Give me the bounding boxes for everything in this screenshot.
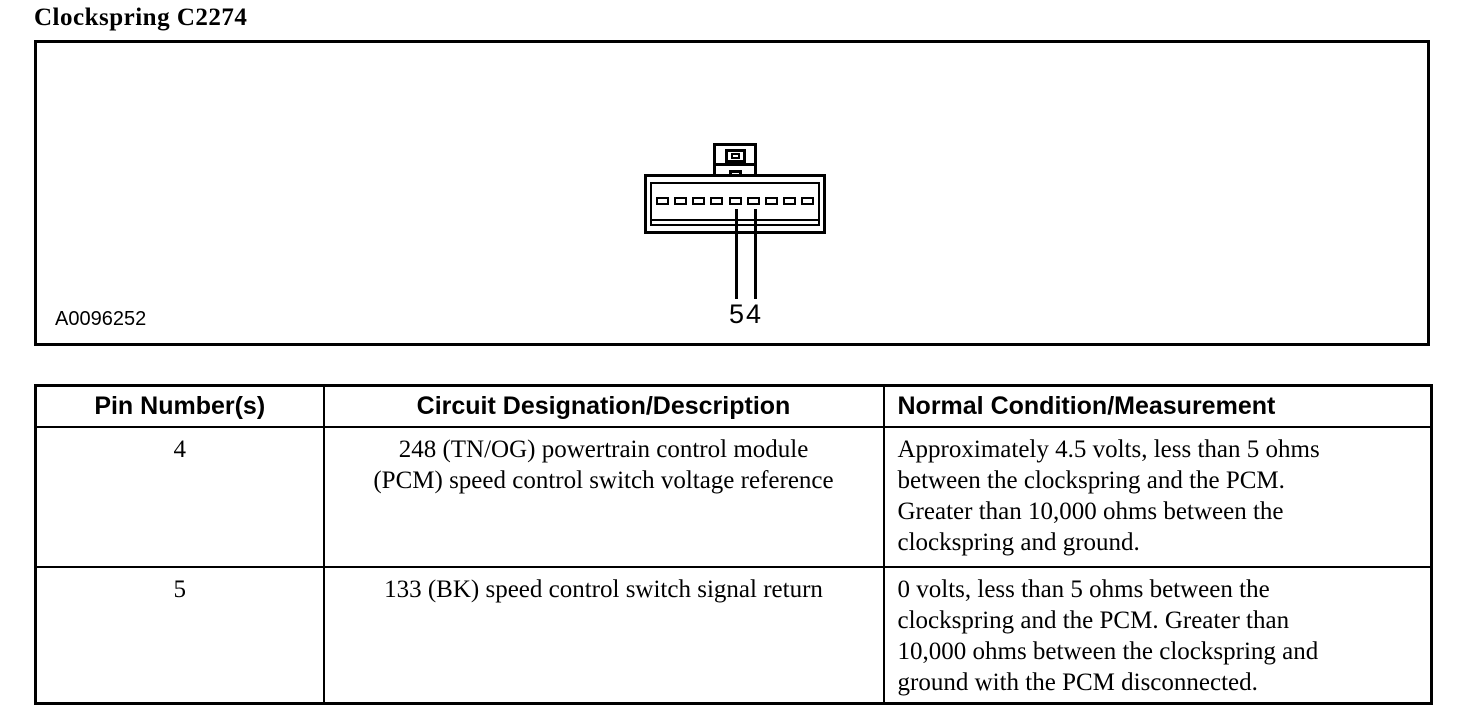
pin-number-cell: 4 — [34, 425, 325, 568]
pin5-lead-line — [735, 209, 738, 299]
table-row: 5 133 (BK) speed control switch signal r… — [34, 565, 1433, 705]
pin-table: Pin Number(s) Circuit Designation/Descri… — [34, 384, 1433, 705]
condition-cell: Approximately 4.5 volts, less than 5 ohm… — [882, 425, 1433, 568]
pin-slot — [728, 197, 742, 205]
connector-latch-icon — [724, 149, 746, 163]
connector-diagram: 54 A0096252 — [34, 40, 1430, 346]
lead-pin-numbers: 54 — [728, 299, 764, 329]
pin-slot — [710, 197, 724, 205]
pin-slot — [764, 197, 778, 205]
header-normal-condition: Normal Condition/Measurement — [882, 384, 1433, 428]
pin4-lead-line — [754, 209, 757, 299]
circuit-cell: 248 (TN/OG) powertrain control module (P… — [322, 425, 885, 568]
pin-slot — [782, 197, 796, 205]
circuit-cell: 133 (BK) speed control switch signal ret… — [322, 565, 885, 705]
table-header-row: Pin Number(s) Circuit Designation/Descri… — [34, 384, 1433, 428]
pin-slot — [656, 197, 669, 205]
page-title: Clockspring C2274 — [34, 4, 248, 31]
figure-id: A0096252 — [55, 308, 147, 330]
header-circuit-designation: Circuit Designation/Description — [322, 384, 885, 428]
pin-slot — [674, 197, 688, 205]
condition-cell: 0 volts, less than 5 ohms between the cl… — [882, 565, 1433, 705]
pin-slot — [746, 197, 760, 205]
pin-row — [652, 197, 818, 205]
table-row: 4 248 (TN/OG) powertrain control module … — [34, 425, 1433, 568]
header-pin-numbers: Pin Number(s) — [34, 384, 325, 428]
pin-slot — [692, 197, 706, 205]
tab-divider — [716, 163, 754, 166]
connector-tab — [713, 143, 757, 179]
pin-slot — [801, 197, 814, 205]
pin-number-cell: 5 — [34, 565, 325, 705]
